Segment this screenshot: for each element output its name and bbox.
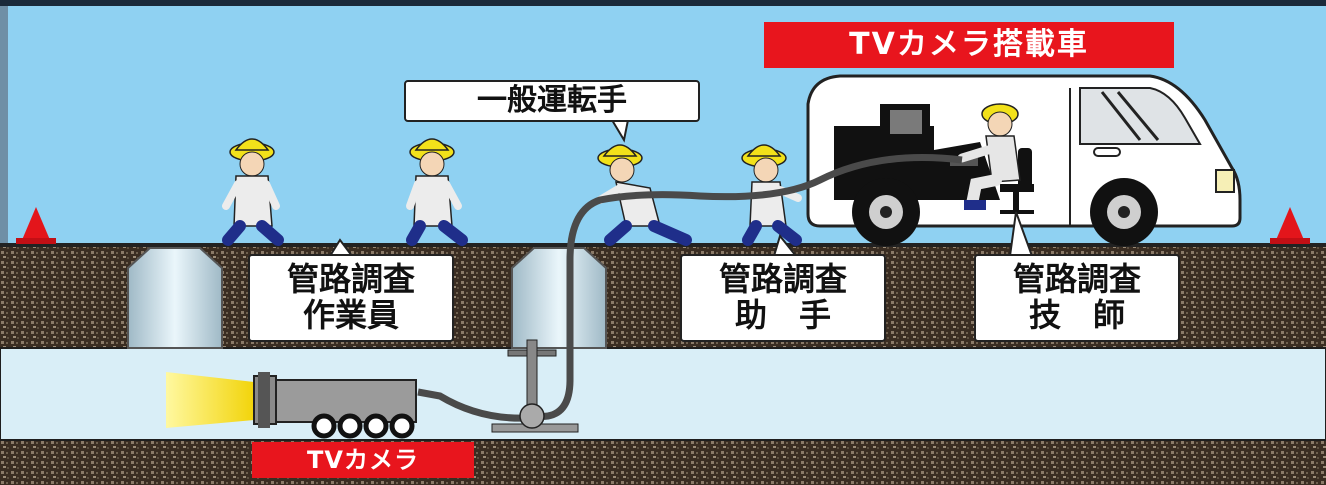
cable-reel-icon <box>491 339 579 433</box>
worker-label-line1: 管路調査 <box>286 260 415 298</box>
cable-line <box>527 154 963 422</box>
worker-icon <box>222 138 284 246</box>
assistant-label: 管路調査 助 手 <box>680 254 886 342</box>
manhole-left <box>127 247 223 349</box>
camera-label-text: TVカメラ <box>307 446 419 474</box>
assistant-label-line1: 管路調査 <box>718 260 847 298</box>
manhole-right <box>511 247 607 349</box>
driver-label-text: 一般運転手 <box>477 83 627 118</box>
technician-label-line2: 技 師 <box>1028 295 1125 334</box>
camera-label: TVカメラ <box>252 442 474 478</box>
worker-icon <box>957 103 1021 210</box>
technician-label-line1: 管路調査 <box>1012 260 1141 298</box>
assistant-label-line2: 助 手 <box>734 295 831 334</box>
driver-label: 一般運転手 <box>404 80 700 122</box>
camera-icon <box>166 372 417 439</box>
traffic-cone-icon <box>1270 207 1310 244</box>
traffic-cone-icon <box>16 207 56 244</box>
worker-label: 管路調査 作業員 <box>248 254 454 342</box>
vehicle-label: TVカメラ搭載車 <box>764 22 1174 68</box>
worker-icon <box>406 138 468 246</box>
van-icon <box>806 74 1242 246</box>
technician-label: 管路調査 技 師 <box>974 254 1180 342</box>
vehicle-label-text: TVカメラ搭載車 <box>849 27 1089 62</box>
worker-label-line2: 作業員 <box>302 295 399 334</box>
